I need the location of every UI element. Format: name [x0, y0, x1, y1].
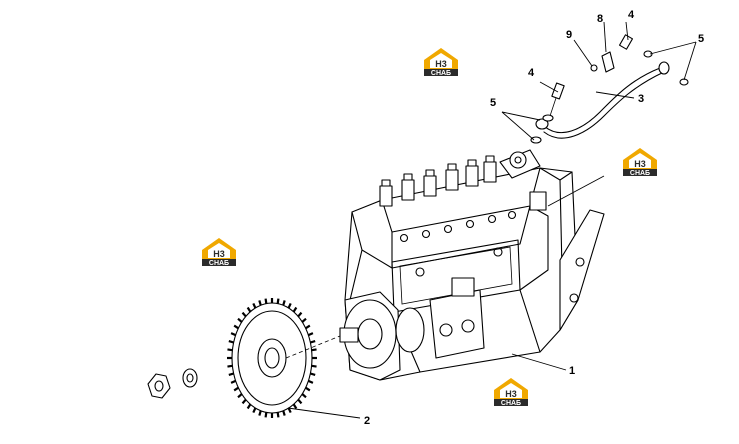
gear-tooth [258, 410, 262, 416]
callout-5-lower: 5 [490, 97, 496, 109]
callout-1: 1 [569, 365, 575, 377]
gear-tooth [282, 300, 286, 306]
gear-tooth [258, 300, 262, 306]
gear-tooth [305, 386, 311, 392]
gear-tooth [233, 386, 239, 392]
gear-tooth [307, 332, 314, 337]
callout-labels: 1 2 3 4 4 5 5 8 9 [364, 9, 704, 427]
watermark-logo: H3 CHAБ [494, 378, 528, 407]
gear-tooth [311, 348, 317, 352]
gear-tooth [228, 340, 234, 344]
gear-tooth [276, 298, 280, 304]
callout-3: 3 [638, 93, 644, 105]
callout-4-lower: 4 [528, 67, 535, 79]
clamp-bracket [601, 51, 615, 73]
gear-tooth [246, 403, 252, 410]
watermark-logo: H3 CHAБ [623, 148, 657, 177]
sealing-washer-upper [643, 50, 689, 86]
callout-9: 9 [566, 29, 572, 41]
drive-gear [227, 298, 341, 418]
lock-washer [182, 368, 198, 388]
svg-text:H3: H3 [634, 159, 646, 169]
gear-tooth [301, 393, 307, 399]
gear-tooth [227, 364, 233, 368]
svg-text:CHAБ: CHAБ [630, 170, 650, 177]
gear-tooth [276, 412, 280, 418]
gear-nut [147, 373, 171, 399]
gear-tooth [287, 302, 292, 309]
gear-tooth [297, 311, 303, 318]
gear-tooth [310, 340, 316, 344]
svg-text:H3: H3 [213, 249, 225, 259]
gear-tooth [287, 407, 292, 414]
callout-2: 2 [364, 415, 370, 427]
svg-text:CHAБ: CHAБ [209, 260, 229, 267]
gear-teeth [227, 298, 317, 418]
gear-tooth [292, 306, 298, 313]
gear-tooth [237, 393, 243, 399]
gear-tooth [264, 412, 268, 418]
callout-8: 8 [597, 13, 603, 25]
gear-tooth [264, 298, 268, 304]
watermark-logo: H3 CHAБ [202, 238, 236, 267]
injection-pump-body [339, 149, 605, 381]
leader-lines [287, 21, 697, 419]
gear-tooth [305, 324, 311, 330]
callout-5-upper: 5 [698, 33, 704, 45]
watermark-logo: H3 CHAБ [424, 48, 458, 77]
gear-tooth [311, 364, 317, 368]
gear-tooth [233, 324, 239, 330]
gear-tooth [241, 398, 247, 405]
fuel-pipe [535, 61, 670, 139]
gear-tooth [297, 398, 303, 405]
gear-tooth [227, 348, 233, 352]
gear-tooth [301, 317, 307, 323]
svg-text:CHAБ: CHAБ [431, 70, 451, 77]
gear-tooth [252, 407, 257, 414]
svg-text:CHAБ: CHAБ [501, 400, 521, 407]
gear-tooth [246, 306, 252, 313]
banjo-bolt-upper [618, 34, 634, 50]
gear-tooth [292, 403, 298, 410]
callout-4-upper: 4 [628, 9, 635, 21]
sealing-washer-lower [530, 114, 554, 144]
deck-bolts [399, 210, 517, 243]
gear-tooth [237, 317, 243, 323]
clamp-bolt [590, 64, 598, 72]
gear-tooth [307, 379, 314, 384]
delivery-valve-holders [379, 155, 497, 207]
gear-tooth [252, 302, 257, 309]
svg-text:H3: H3 [435, 59, 447, 69]
gear-tooth [228, 372, 234, 376]
gear-tooth [230, 379, 237, 384]
gear-tooth [241, 311, 247, 318]
gear-tooth [230, 332, 237, 337]
banjo-bolt-lower [549, 82, 565, 117]
gear-tooth [310, 372, 316, 376]
gear-tooth [282, 410, 286, 416]
svg-text:H3: H3 [505, 389, 517, 399]
